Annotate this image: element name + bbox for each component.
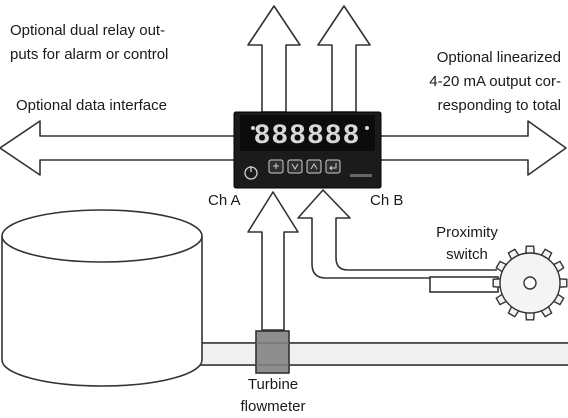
tank: [1, 209, 203, 387]
gear-icon: [492, 245, 568, 321]
enter-button[interactable]: [325, 159, 341, 174]
pipe: [170, 342, 568, 366]
relay-output-arrow-left: [247, 5, 301, 113]
proximity-label-line1: Proximity: [436, 224, 498, 241]
relay-label-line1: Optional dual relay out-: [10, 22, 166, 39]
proximity-label-line2: switch: [446, 246, 488, 263]
channel-a-label: Ch A: [208, 192, 241, 209]
turbine-flowmeter: [255, 330, 290, 374]
linear-label-line1: Optional linearized: [436, 49, 561, 66]
channel-b-arrow: [297, 189, 499, 293]
relay-label-line2: puts for alarm or control: [10, 46, 169, 63]
f2-button[interactable]: [306, 159, 322, 174]
gear-teeth: [492, 245, 568, 321]
turbine-label-line1: Turbine: [247, 376, 299, 393]
relay-output-arrow-right: [317, 5, 371, 113]
display-readout: 888888: [254, 121, 361, 152]
channel-a-arrow: [247, 191, 299, 331]
linear-label-line3: responding to total: [437, 97, 561, 114]
linear-label-line2: 4-20 mA output cor-: [429, 73, 561, 90]
panel-meter: 888888: [233, 111, 382, 189]
f1-button[interactable]: [287, 159, 303, 174]
turbine-label-line2: flowmeter: [240, 398, 306, 415]
data-interface-label: Optional data interface: [16, 97, 167, 114]
channel-b-label: Ch B: [370, 192, 404, 209]
meter-buttons: [268, 159, 341, 174]
